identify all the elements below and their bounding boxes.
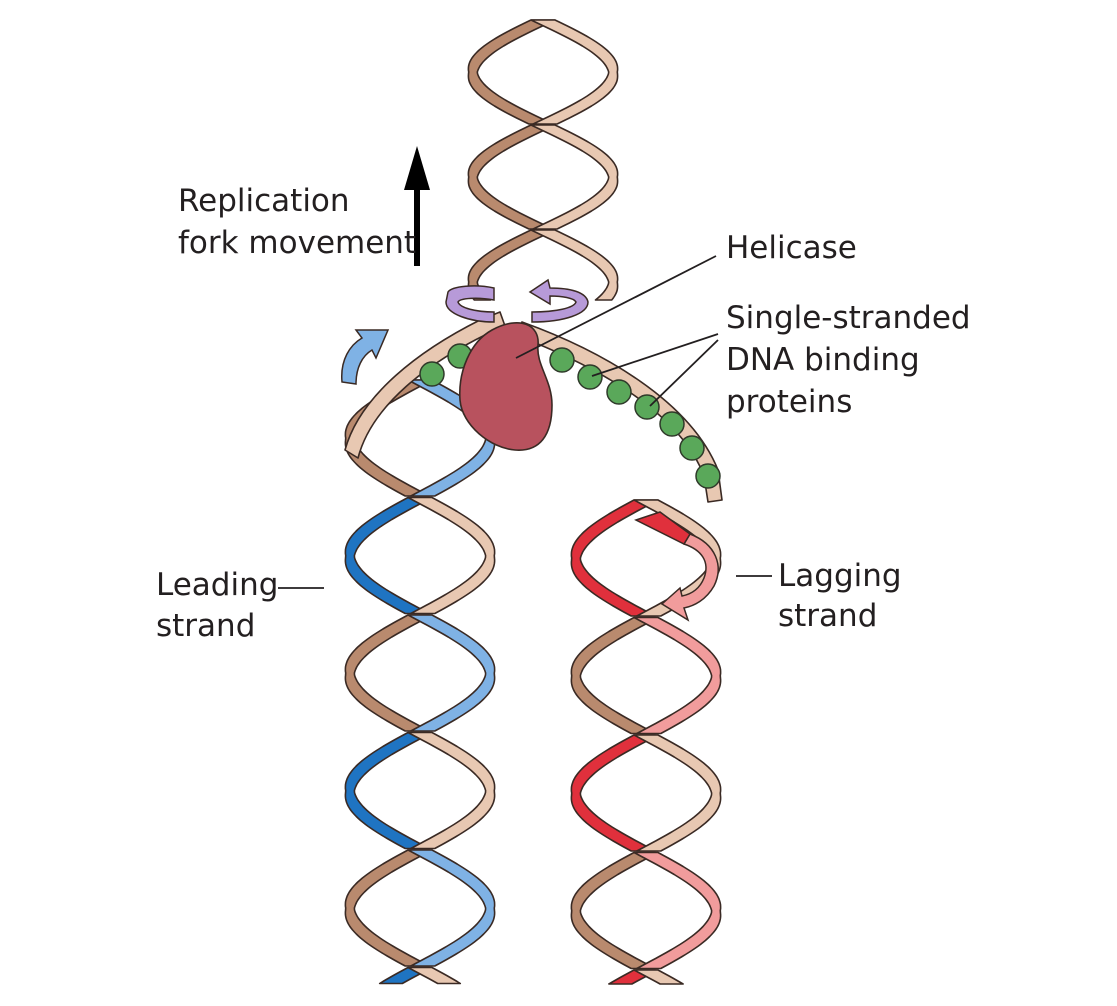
leading-label-line2: strand	[156, 608, 255, 644]
leading-duplex-ribbon-segment	[407, 614, 496, 732]
leading-duplex-ribbon-segment	[407, 496, 496, 615]
ssb-protein-bead	[634, 394, 660, 420]
ssb-leader-line-2	[649, 339, 719, 407]
lagging-strand-segment	[634, 511, 691, 545]
leading-duplex-ribbon-segment	[407, 731, 496, 850]
parental-helix-ribbon-segment	[467, 124, 556, 230]
parental-helix-ribbon-segment	[467, 19, 556, 125]
leading-duplex-ribbon-segment	[344, 731, 433, 850]
leading-duplex-ribbon-segment	[344, 614, 433, 732]
left-template-strand	[344, 311, 506, 459]
leading-label-line1: Leading	[156, 567, 278, 603]
lagging-strand-arrow	[660, 533, 719, 622]
leading-duplex-ribbon-segment	[344, 496, 433, 615]
lagging-label-line2: strand	[778, 598, 877, 634]
ssb-protein-bead	[577, 364, 603, 390]
ssb-protein-bead	[419, 361, 445, 387]
ssb-label-line2: DNA binding	[726, 342, 920, 378]
rotation-arrow-left	[445, 285, 495, 323]
lagging-duplex-ribbon-segment	[570, 851, 659, 970]
lagging-duplex-ribbon-segment	[633, 734, 722, 852]
helicase-protein	[459, 321, 553, 451]
leading-duplex-ribbon-segment	[407, 966, 462, 985]
leading-duplex-ribbon-segment	[344, 849, 433, 967]
leading-duplex-ribbon-segment	[407, 849, 496, 967]
parental-helix-ribbon-segment	[530, 19, 619, 125]
ssb-protein-bead	[695, 463, 721, 489]
lagging-duplex-ribbon-segment	[633, 851, 722, 970]
ssb-leader-line-1	[591, 333, 719, 377]
parental-dna-helix	[467, 19, 619, 301]
ssb-label-line1: Single-stranded	[726, 300, 971, 336]
ssb-protein-bead	[549, 347, 575, 373]
lagging-duplex-ribbon-segment	[633, 969, 684, 985]
helicase-leader-line	[515, 255, 717, 359]
parental-helix-ribbon-segment	[530, 124, 619, 230]
ssb-protein-bead	[679, 435, 705, 461]
fork-movement-arrow	[404, 146, 430, 266]
leading-strand-duplex	[344, 379, 496, 985]
ssb-protein-bead	[659, 411, 685, 437]
fork-label-line1: Replication	[178, 183, 350, 219]
rotation-arrow-right	[528, 278, 589, 323]
fork-label-line2: fork movement	[178, 225, 416, 261]
lagging-duplex-ribbon-segment	[570, 616, 659, 735]
ssb-label-line3: proteins	[726, 384, 852, 420]
lagging-duplex-ribbon-segment	[570, 734, 659, 852]
leading-strand-arrow	[341, 329, 390, 385]
lagging-duplex-ribbon-segment	[633, 616, 722, 735]
lagging-strand-duplex	[570, 499, 722, 985]
helicase-label: Helicase	[726, 230, 857, 266]
lagging-label-line1: Lagging	[778, 558, 902, 594]
parental-helix-ribbon-segment	[530, 229, 619, 301]
ssb-protein-bead	[606, 379, 632, 405]
